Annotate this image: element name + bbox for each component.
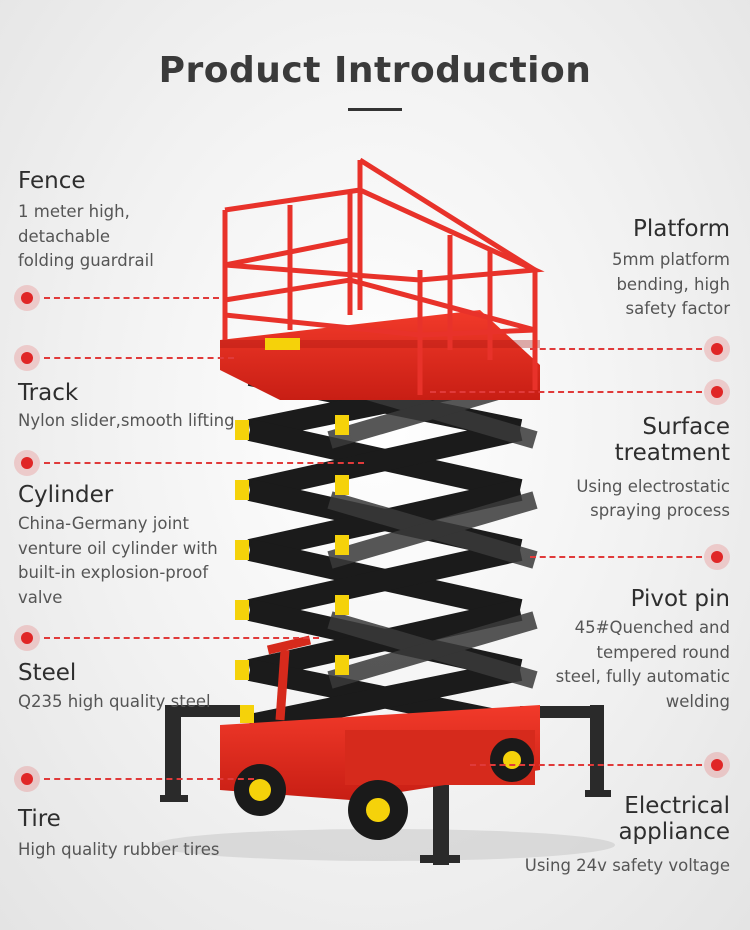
leader-line-pivot: [530, 556, 702, 558]
feature-pivot-description: 45#Quenched and tempered round steel, fu…: [555, 618, 730, 711]
leader-line-steel: [44, 637, 319, 639]
feature-tire-description: High quality rubber tires: [18, 840, 220, 860]
feature-track-description: Nylon slider,smooth lifting: [18, 411, 235, 431]
marker-dot-steel: [14, 625, 40, 651]
feature-steel-title: Steel: [18, 660, 77, 686]
feature-electrical: Electrical appliance Using 24v safety vo…: [470, 793, 730, 878]
feature-platform-title: Platform: [633, 216, 730, 242]
marker-dot-surface: [704, 379, 730, 405]
feature-surface-description: Using electrostatic spraying process: [576, 476, 730, 521]
feature-electrical-description: Using 24v safety voltage: [524, 855, 730, 875]
feature-track-title: Track: [18, 380, 79, 406]
page-title: Product Introduction: [158, 50, 592, 91]
feature-cylinder-title: Cylinder: [18, 482, 114, 508]
feature-steel: Steel Q235 high quality steel: [18, 660, 258, 715]
feature-tire: Tire High quality rubber tires: [18, 806, 278, 863]
feature-fence-title: Fence: [18, 168, 86, 194]
marker-dot-cylinder: [14, 450, 40, 476]
marker-dot-fence: [14, 285, 40, 311]
marker-dot-pivot: [704, 544, 730, 570]
marker-dot-electrical: [704, 752, 730, 778]
feature-tire-title: Tire: [18, 806, 61, 832]
feature-electrical-title: Electrical appliance: [618, 793, 730, 846]
feature-pivot-title: Pivot pin: [630, 586, 730, 612]
feature-surface-title: Surface treatment: [614, 414, 730, 467]
feature-surface: Surface treatment Using electrostatic sp…: [510, 414, 730, 524]
feature-track: Track Nylon slider,smooth lifting: [18, 380, 258, 434]
marker-dot-track: [14, 345, 40, 371]
feature-steel-description: Q235 high quality steel: [18, 692, 211, 712]
title-underline: [348, 108, 402, 111]
marker-dot-tire: [14, 766, 40, 792]
feature-platform: Platform 5mm platform bending, high safe…: [530, 216, 730, 322]
feature-pivot: Pivot pin 45#Quenched and tempered round…: [510, 586, 730, 714]
leader-line-surface: [430, 391, 702, 393]
leader-line-cylinder: [44, 462, 364, 464]
feature-fence: Fence 1 meter high, detachable folding g…: [18, 168, 218, 274]
scissor-lift-image: [155, 157, 615, 865]
feature-platform-description: 5mm platform bending, high safety factor: [612, 250, 730, 319]
leader-line-electrical: [470, 764, 702, 766]
feature-cylinder-description: China-Germany joint venture oil cylinder…: [18, 514, 218, 607]
feature-fence-description: 1 meter high, detachable folding guardra…: [18, 202, 154, 271]
leader-line-tire: [44, 778, 254, 780]
leader-line-platform: [530, 348, 702, 350]
leader-line-fence: [44, 297, 219, 299]
marker-dot-platform: [704, 336, 730, 362]
feature-cylinder: Cylinder China-Germany joint venture oil…: [18, 482, 248, 610]
leader-line-track: [44, 357, 234, 359]
